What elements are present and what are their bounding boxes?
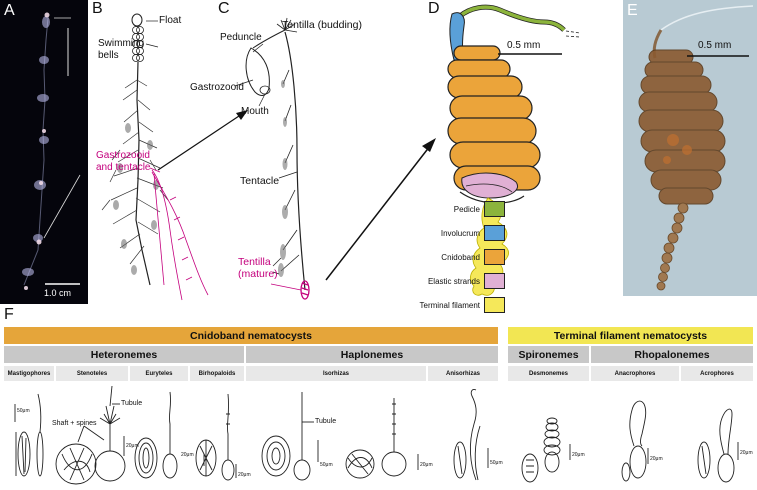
- arrow-b-to-c: [157, 110, 248, 171]
- scale-label: 20μm: [126, 443, 139, 449]
- scale-label: 20μm: [420, 462, 433, 468]
- legend-label: Pedicle: [453, 204, 480, 214]
- legend-item: Cnidoband: [390, 249, 505, 265]
- legend-label: Elastic strands: [427, 276, 480, 286]
- panel-d-drawing: [447, 4, 581, 296]
- panel-a-label: A: [4, 2, 15, 19]
- panel-f-label: F: [4, 306, 14, 323]
- tentilla-mature-line1: Tentilla: [238, 256, 271, 268]
- tentilla-mature-label: Tentilla (mature): [238, 256, 278, 280]
- legend-item: Involucrum: [390, 225, 505, 241]
- tentilla-mature-line2: (mature): [238, 268, 278, 280]
- scale-label: 50μm: [490, 460, 503, 466]
- legend-label: Cnidoband: [441, 252, 480, 262]
- haplonemes-header: Haplonemes: [246, 346, 498, 363]
- panel-a-scale: 1.0 cm: [44, 288, 72, 298]
- type-desmonemes: Desmonemes: [508, 366, 589, 381]
- scale-label: 20μm: [238, 472, 251, 478]
- type-acrophores: Acrophores: [681, 366, 753, 381]
- panel-b-drawing: [101, 13, 209, 301]
- terminal-filament-header: Terminal filament nematocysts: [508, 327, 753, 344]
- legend-label: Involucrum: [440, 228, 480, 238]
- type-mastigophores: Mastigophores: [4, 366, 54, 381]
- tentacle-label: Tentacle: [240, 175, 280, 187]
- panel-b-label: B: [92, 0, 103, 17]
- peduncle-label: Peduncle: [220, 32, 262, 43]
- swimming-bells-label: Swimming bells: [98, 38, 145, 61]
- panel-e-label: E: [627, 2, 638, 19]
- scale-label: 50μm: [17, 408, 30, 414]
- gastrozooid-tentacle-label: Gastrozooid and tentacle: [96, 150, 151, 174]
- scale-label: 50μm: [320, 462, 333, 468]
- tentillum-micrograph: [638, 5, 754, 291]
- scale-label: 20μm: [181, 452, 194, 458]
- type-isorhizas: Isorhizas: [246, 366, 426, 381]
- mouth-label: Mouth: [241, 106, 269, 117]
- scale-label: 20μm: [572, 452, 585, 458]
- legend-swatch-pedicle: [484, 201, 505, 217]
- shaft-spines-label: Shaft + spines: [52, 420, 97, 427]
- legend-label: Terminal filament: [419, 300, 480, 310]
- legend-swatch-cnidoband: [484, 249, 505, 265]
- scale-label: 20μm: [650, 456, 663, 462]
- panel-c-drawing: [234, 17, 310, 300]
- legend-swatch-elastic-strands: [484, 273, 505, 289]
- type-anisorhizas: Anisorhizas: [428, 366, 498, 381]
- gastrozooid-label: Gastrozooid: [190, 82, 244, 93]
- legend-item: Terminal filament: [390, 297, 505, 313]
- panel-e-photo: E 0.5 mm: [623, 0, 757, 296]
- cnidoband-header: Cnidoband nematocysts: [4, 327, 498, 344]
- type-anacrophores: Anacrophores: [591, 366, 679, 381]
- type-stenoteles: Stenoteles: [56, 366, 128, 381]
- panel-d-scale: 0.5 mm: [507, 40, 541, 51]
- legend-item: Elastic strands: [390, 273, 505, 289]
- type-birhopaloids: Birhopaloids: [190, 366, 244, 381]
- rhopalonemes-header: Rhopalonemes: [591, 346, 753, 363]
- panel-c-label: C: [218, 0, 230, 17]
- legend-swatch-involucrum: [484, 225, 505, 241]
- type-euryteles: Euryteles: [130, 366, 188, 381]
- panel-a-photo: A 1.0 cm: [0, 0, 88, 304]
- tubule-label-2: Tubule: [315, 418, 337, 425]
- tubule-label-1: Tubule: [121, 400, 143, 407]
- scale-label: 20μm: [740, 450, 753, 456]
- panel-e-scale: 0.5 mm: [698, 40, 732, 51]
- legend-swatch-terminal-filament: [484, 297, 505, 313]
- spironemes-header: Spironemes: [508, 346, 589, 363]
- arrow-c-to-d: [325, 138, 436, 281]
- siphonophore-photo: [22, 12, 81, 290]
- heteronemes-header: Heteronemes: [4, 346, 244, 363]
- legend-item: Pedicle: [390, 201, 505, 217]
- nematocyst-drawings: [14, 385, 739, 485]
- panel-d-label: D: [428, 0, 440, 17]
- gastrozooid-tentacle-line2: and tentacle: [96, 162, 151, 173]
- gastrozooid-tentacle-line1: Gastrozooid: [96, 150, 150, 161]
- float-label: Float: [159, 15, 182, 26]
- tentilla-budding-label: Tentilla (budding): [282, 19, 362, 31]
